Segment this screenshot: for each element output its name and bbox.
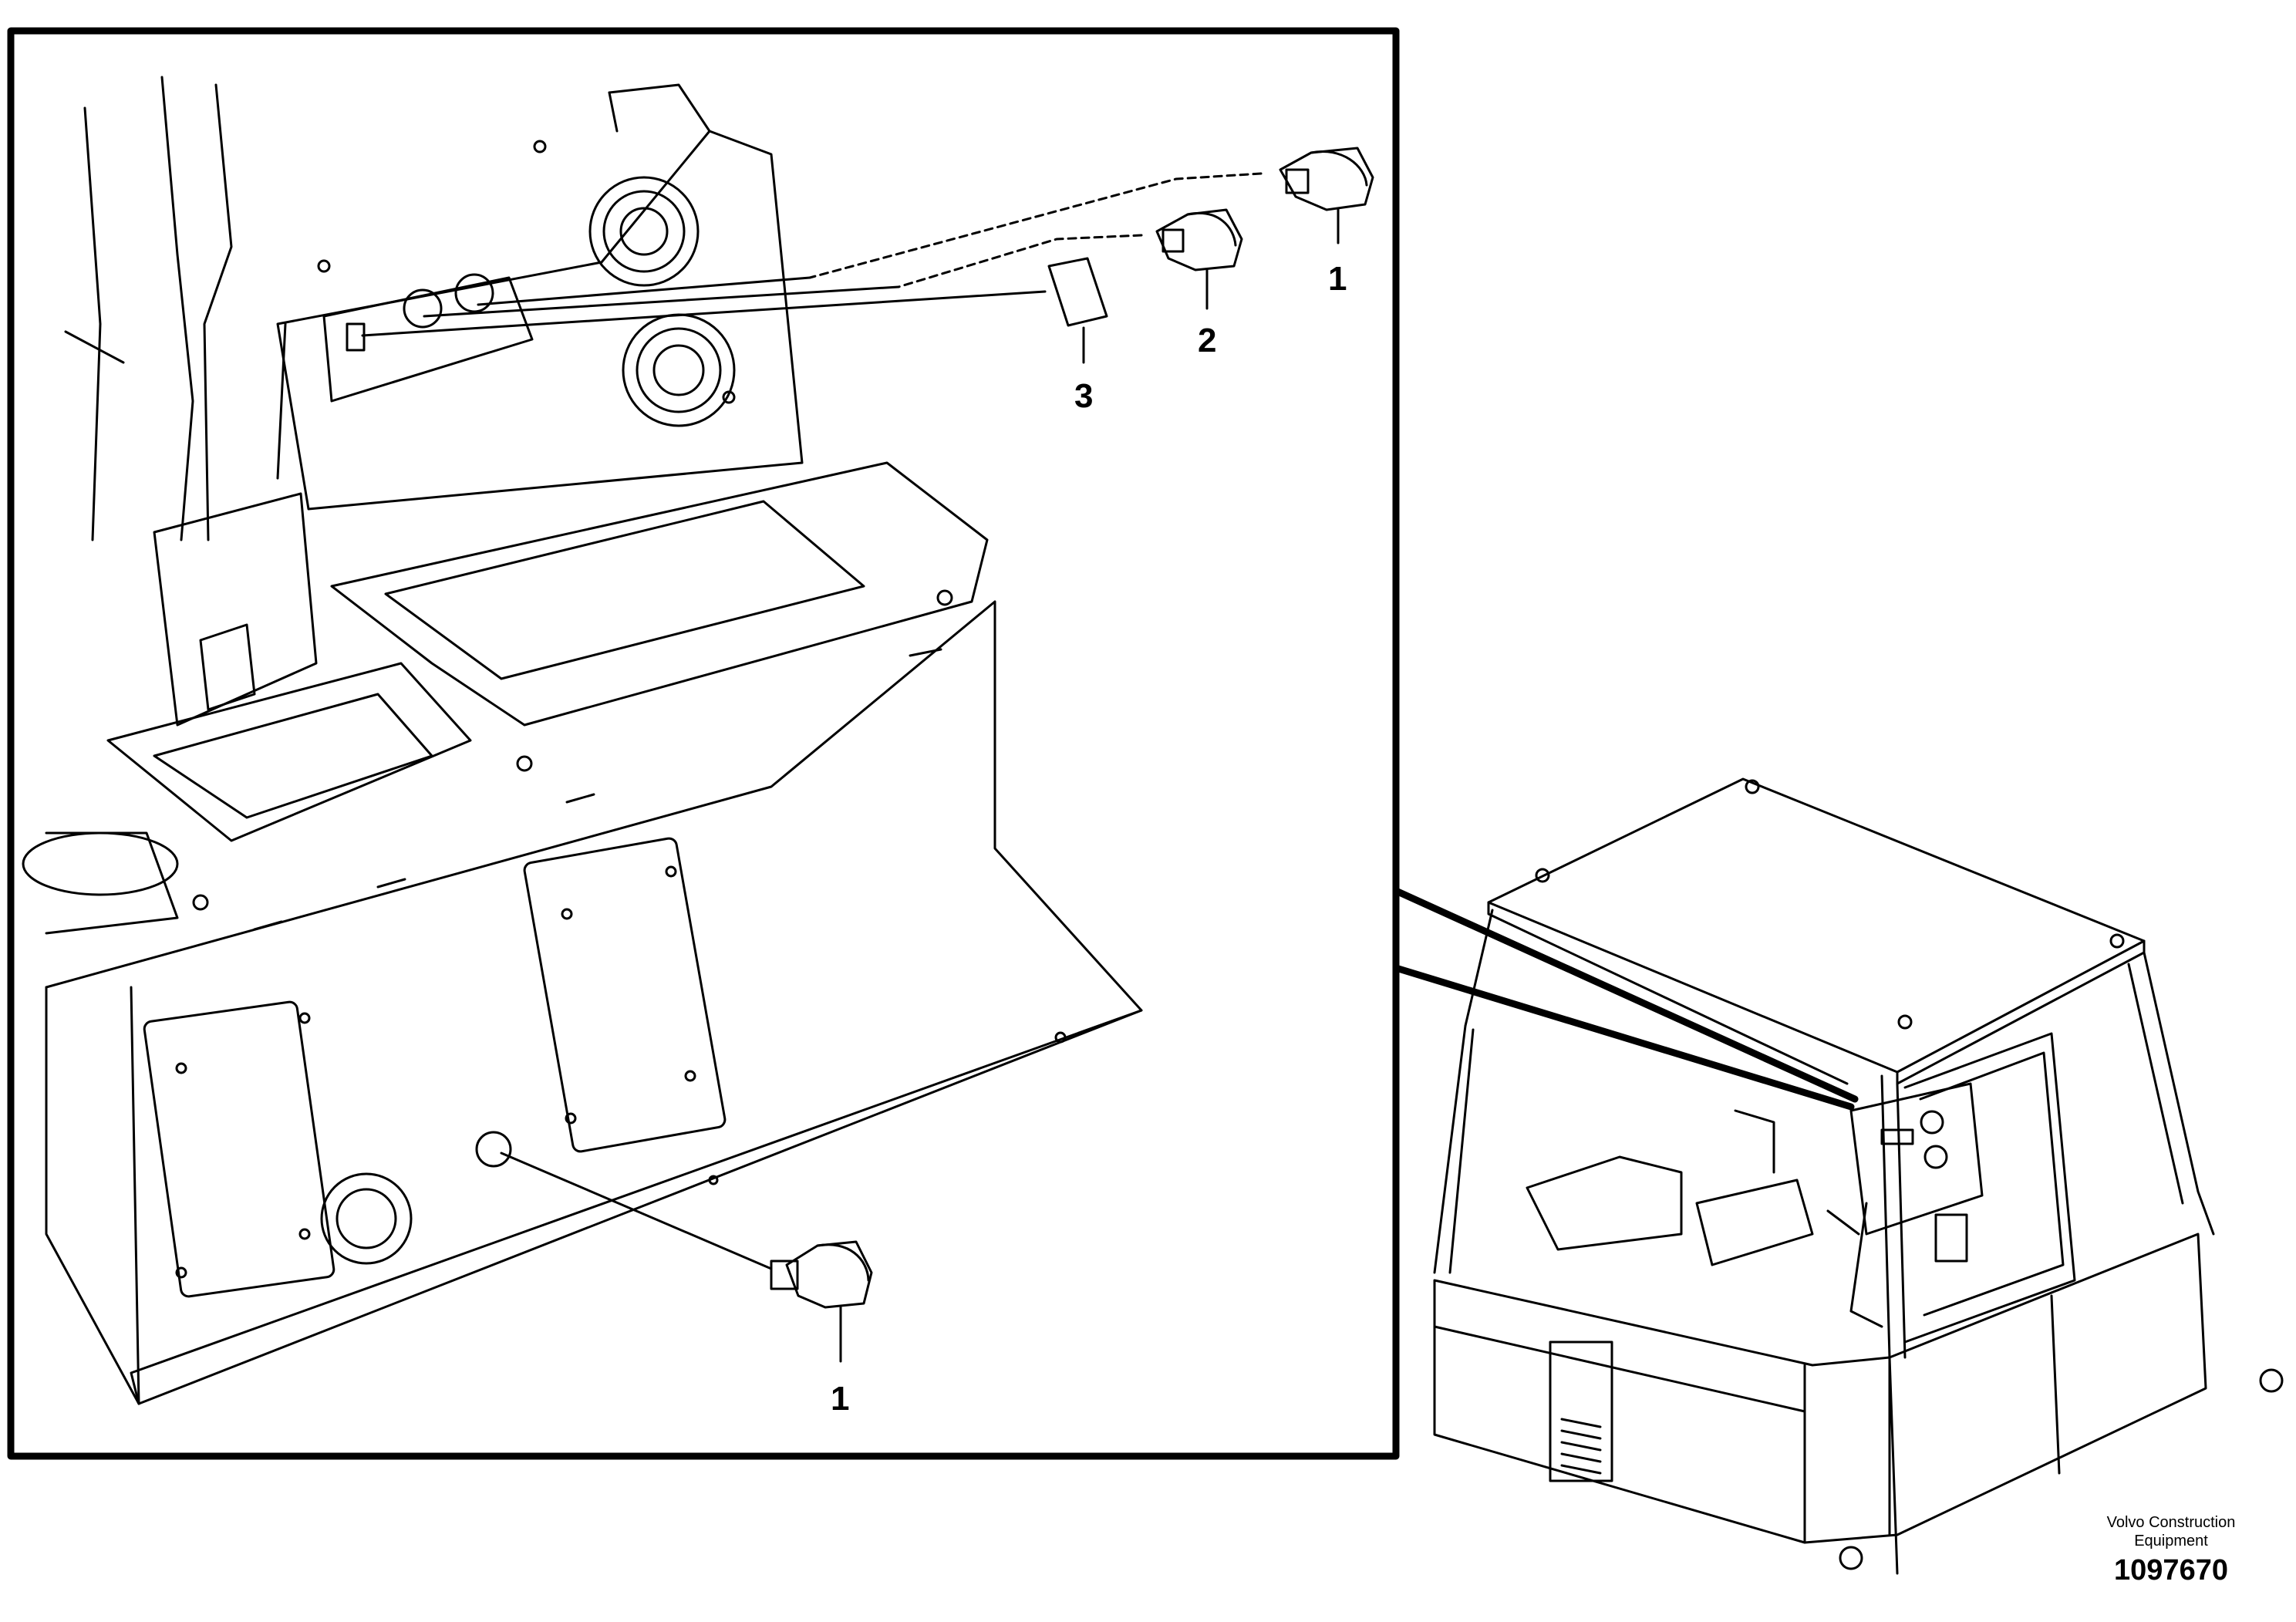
callout-1-top: 1 (1328, 260, 1347, 298)
brand-line-2: Equipment (2134, 1533, 2208, 1549)
drawing-number: 1097670 (2114, 1554, 2228, 1587)
socket-hole (475, 1131, 512, 1168)
zoom-connector (1392, 887, 1859, 1111)
part-1-bottom (770, 1240, 873, 1324)
dashboard-detail (22, 76, 1143, 1405)
callout-1-bottom: 1 (831, 1380, 850, 1418)
part-2 (1155, 208, 1243, 283)
access-panel-right (523, 837, 727, 1153)
callout-3: 3 (1074, 377, 1094, 415)
callout-2: 2 (1198, 322, 1217, 359)
drawing-credit: Volvo Construction Equipment 1097670 (2075, 1513, 2267, 1587)
part-1-top (1279, 147, 1374, 225)
part-3 (1047, 257, 1108, 327)
leader-lines (361, 172, 1340, 1363)
detail-frame (7, 27, 1400, 1460)
access-panel-left (143, 1000, 335, 1298)
cab-overview (1433, 777, 2284, 1575)
gauge-lower (622, 313, 736, 427)
brand-line-1: Volvo Construction (2106, 1514, 2236, 1531)
gauge-upper (588, 176, 700, 287)
